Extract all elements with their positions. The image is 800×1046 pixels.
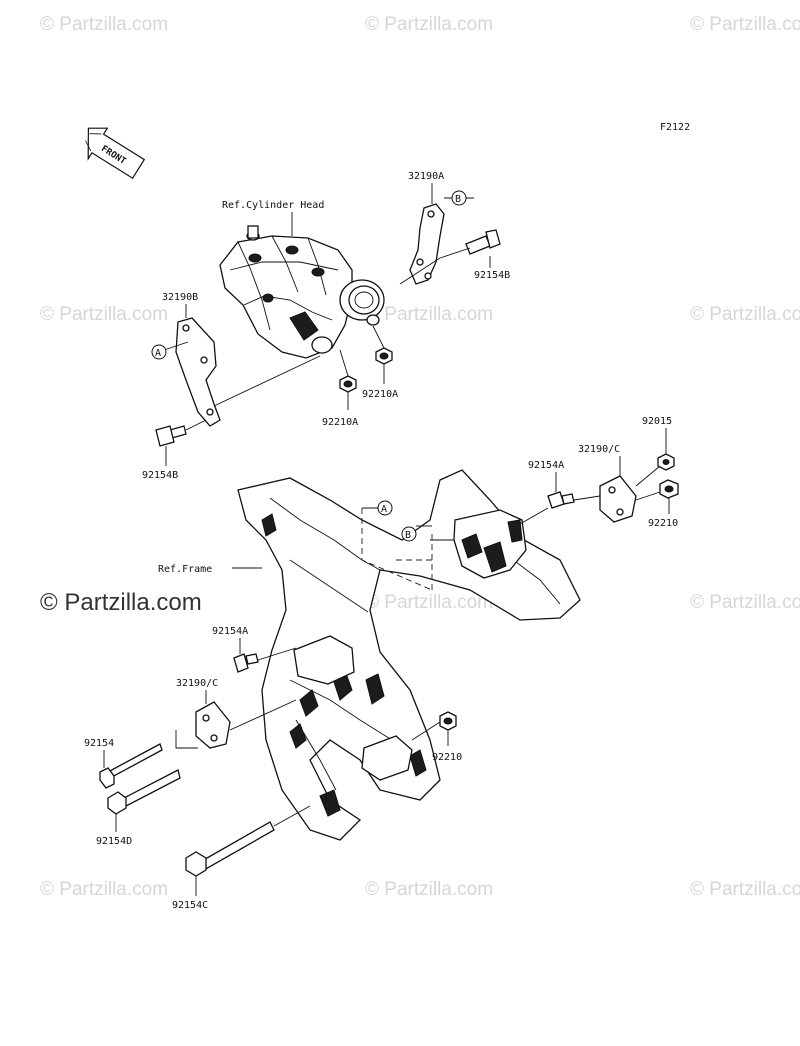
- label-92154a-left: 92154A: [212, 626, 248, 637]
- bracket-32190a: [409, 203, 445, 285]
- label-32190b: 32190B: [162, 292, 198, 303]
- nut-92210-lower: [439, 711, 457, 731]
- callout-b-frame-label: B: [405, 530, 411, 541]
- watermark: © Partzilla.com: [40, 14, 168, 35]
- callout-a-label: A: [155, 348, 161, 359]
- watermark-primary: © Partzilla.com: [40, 589, 202, 616]
- label-92154d: 92154D: [96, 836, 132, 847]
- callout-b: [451, 190, 467, 206]
- nut-92210a-right: [375, 347, 393, 365]
- callout-a-frame: [377, 500, 393, 516]
- nut-92015: [657, 453, 675, 471]
- label-ref-frame: Ref.Frame: [158, 564, 212, 575]
- label-92210a-right: 92210A: [362, 389, 398, 400]
- label-92154b-left: 92154B: [142, 470, 178, 481]
- callout-a-frame-label: A: [381, 504, 387, 515]
- label-92015: 92015: [642, 416, 672, 427]
- watermark: © Partzilla.com: [365, 304, 493, 325]
- callout-b-label: B: [455, 194, 461, 205]
- label-92154a-right: 92154A: [528, 460, 564, 471]
- label-92210-right: 92210: [648, 518, 678, 529]
- watermark: © Partzilla.com: [365, 592, 493, 613]
- bolt-92154a-left: [233, 653, 259, 673]
- bracket-32190b: [175, 317, 221, 427]
- bolt-92154b-top: [465, 229, 501, 255]
- watermark: © Partzilla.com: [365, 879, 493, 900]
- bolt-92154: [99, 743, 163, 789]
- bolt-92154d: [107, 769, 181, 815]
- label-92210-lower: 92210: [432, 752, 462, 763]
- watermark: © Partzilla.com: [690, 14, 800, 35]
- watermark: © Partzilla.com: [40, 879, 168, 900]
- label-92210a-lower: 92210A: [322, 417, 358, 428]
- bolt-92154c: [185, 821, 275, 877]
- nut-92210a-lower: [339, 375, 357, 393]
- watermark: © Partzilla.com: [690, 592, 800, 613]
- front-arrow-icon: FRONT: [85, 127, 146, 180]
- label-92154c: 92154C: [172, 900, 208, 911]
- watermark-grid: © Partzilla.com © Partzilla.com © Partzi…: [40, 14, 800, 900]
- figure-code: F2122: [660, 122, 690, 133]
- cylinder-head: [219, 225, 385, 359]
- bolt-92154a-right: [547, 491, 575, 509]
- label-92154: 92154: [84, 738, 114, 749]
- nut-92210-right: [659, 479, 679, 499]
- watermark: © Partzilla.com: [690, 304, 800, 325]
- watermark: © Partzilla.com: [690, 879, 800, 900]
- watermark: © Partzilla.com: [40, 304, 168, 325]
- callout-b-frame: [401, 526, 417, 542]
- bolt-92154b-left: [155, 425, 187, 447]
- label-92154b-top: 92154B: [474, 270, 510, 281]
- frame: [237, 469, 581, 841]
- label-32190a: 32190A: [408, 171, 444, 182]
- bracket-32190c-right: [599, 475, 637, 523]
- label-32190c-left: 32190/C: [176, 678, 218, 689]
- bracket-32190c-left: [195, 701, 231, 749]
- callout-a: [151, 344, 167, 360]
- label-32190c-right: 32190/C: [578, 444, 620, 455]
- label-ref-cylinder-head: Ref.Cylinder Head: [222, 200, 324, 211]
- watermark: © Partzilla.com: [365, 14, 493, 35]
